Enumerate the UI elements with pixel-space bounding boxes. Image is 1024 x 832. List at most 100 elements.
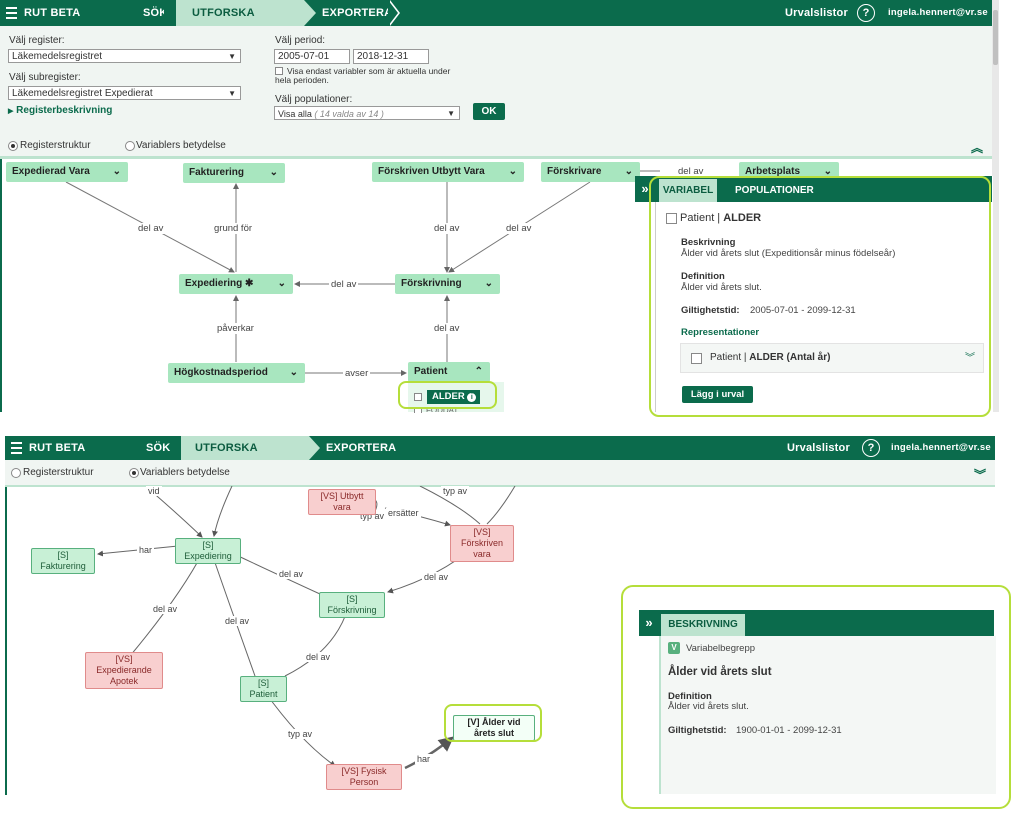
representationer-heading: Representationer [681,327,760,338]
node-expediering[interactable]: [S] Expediering [175,538,241,564]
node-patient[interactable]: [S] Patient [240,676,287,702]
top-navbar-2: RUT BETA SÖK UTFORSKA REGISTER EXPORTERA… [5,436,995,478]
beskrivning-panel [659,636,996,794]
definition-label: Definition [681,271,725,282]
node-hogkostnadsperiod[interactable]: Högkostnadsperiod⌄ [168,363,305,383]
representation-row[interactable]: Patient | ALDER (Antal år) ︾ [680,343,984,373]
chevron-icon [304,0,316,26]
period-to-input[interactable]: 2018-12-31 [353,49,429,64]
left-border [0,159,2,412]
node-patient[interactable]: Patient⌃ [408,362,490,382]
highlight-ring [398,381,497,409]
tab-utforska-active[interactable]: UTFORSKA REGISTER [176,0,304,45]
node-expediering[interactable]: Expediering ✱⌄ [179,274,293,294]
tab-variabel[interactable]: VARIABEL [659,179,717,202]
chevron-icon [388,0,398,26]
collapse-up-icon[interactable]: ︽ [971,141,984,155]
node-expedierad-vara[interactable]: Expedierad Vara⌄ [6,162,128,182]
view-toggle-bar [5,460,995,485]
chevron-down-icon[interactable]: ⌄ [277,278,286,289]
lagg-i-urval-button[interactable]: Lägg i urval [682,386,753,403]
chevron-down-icon[interactable]: ⌄ [508,166,517,177]
definition-label: Definition [668,691,712,702]
node-forskriven-utbytt-vara[interactable]: Förskriven Utbytt Vara⌄ [372,162,524,182]
edge-label: del av [223,616,252,626]
tab-exportera[interactable]: EXPORTERA [322,7,393,19]
edge-label: grund för [212,223,255,234]
help-icon[interactable]: ? [862,439,880,457]
node-forskriven-vara[interactable]: [VS] Förskriven vara [450,525,514,562]
chevron-down-icon[interactable]: ⌄ [823,166,832,177]
brand[interactable]: RUT BETA [29,442,86,454]
representation-checkbox[interactable] [691,353,702,364]
edge-label: typ av [286,729,315,739]
scrollbar[interactable] [992,0,999,412]
variabelbegrepp-label: Variabelbegrepp [686,643,756,654]
highlight-ring [649,176,991,417]
definition-text: Ålder vid årets slut. [681,282,762,293]
node-fakturering[interactable]: [S] Fakturering [31,548,95,574]
radio-registerstruktur[interactable] [8,141,18,151]
ok-button[interactable]: OK [473,103,505,120]
expand-down-icon[interactable]: ︾ [974,468,987,482]
edge-label: del av [504,223,534,234]
alder-checkbox[interactable] [414,393,422,401]
radio-variablers-betydelse[interactable] [125,141,135,151]
variable-alder[interactable]: ALDER i [427,390,480,404]
tab-beskrivning[interactable]: BESKRIVNING [661,614,745,636]
chevron-up-icon[interactable]: ⌃ [474,366,483,377]
populations-select[interactable]: Visa alla ( 14 valda av 14 )▼ [274,106,460,120]
node-forskrivning[interactable]: [S] Förskrivning [319,592,385,618]
edge-label: ersätter [386,508,421,518]
chevron-down-icon[interactable]: ⌄ [112,166,121,177]
tab-sok[interactable]: SÖK [146,442,171,454]
edge-label: typ av [358,511,387,521]
urvalslistor-link[interactable]: Urvalslistor [787,442,850,454]
node-alder-vid-arets-slut[interactable]: [V] Ålder vid årets slut [453,715,535,741]
node-forskrivning[interactable]: Förskrivning⌄ [395,274,500,294]
edge-label: påverkar [215,323,256,334]
node-utbytt-vara[interactable]: [VS] Utbytt vara [308,489,376,515]
collapse-panel-icon[interactable]: » [639,610,659,636]
tab-populationer[interactable]: POPULATIONER [735,185,814,196]
only-current-label: Visa endast variabler som är aktuella un… [275,66,451,85]
node-fakturering[interactable]: Fakturering⌄ [183,163,285,183]
register-select[interactable]: Läkemedelsregistret▼ [8,49,241,63]
chevron-down-icon[interactable]: ⌄ [289,367,298,378]
user-menu[interactable]: ingela.hennert@vr.se ▾ [891,442,991,477]
help-icon[interactable]: ? [857,4,875,22]
chevron-down-icon[interactable]: ⌄ [484,278,493,289]
divider [0,156,992,159]
chevron-down-icon[interactable]: ⌄ [269,167,278,178]
variable-checkbox[interactable] [666,213,677,224]
tab-exportera[interactable]: EXPORTERA [326,442,397,454]
node-fysisk-person[interactable]: [VS] Fysisk Person [326,764,402,790]
brand[interactable]: RUT BETA [24,7,81,19]
variable-foddat[interactable]: FODDAT [426,406,459,412]
node-forskrivare[interactable]: Förskrivare⌄ [541,162,640,182]
menu-icon[interactable] [6,7,17,19]
edge-label: avser [343,368,371,379]
variable-badge: V [668,642,680,654]
panel-tabs: BESKRIVNING [659,610,994,636]
tab-utforska-active[interactable]: UTFORSKA REGISTER [181,436,309,478]
edge-label: del av [432,323,462,334]
tab-sok[interactable]: SÖK [143,7,168,19]
divider [5,485,995,487]
chevron-down-icon[interactable]: ⌄ [624,166,633,177]
period-from-input[interactable]: 2005-07-01 [274,49,350,64]
radio-variablers-betydelse[interactable] [129,468,139,478]
radio-registerstruktur[interactable] [11,468,21,478]
menu-icon[interactable] [11,442,22,454]
only-current-checkbox[interactable] [275,67,283,75]
info-icon[interactable]: i [467,393,477,402]
subregister-select[interactable]: Läkemedelsregistret Expedierat▼ [8,86,241,100]
urvalslistor-link[interactable]: Urvalslistor [785,7,848,19]
user-menu[interactable]: ingela.hennert@vr.se ▾ [888,7,988,44]
registerbeskrivning-link[interactable]: ▶ Registerbeskrivning [8,105,113,116]
edge-label: del av [136,223,166,234]
edge-label: del av [304,652,333,662]
expand-down-icon[interactable]: ︾ [965,353,975,364]
node-expedierande-apotek[interactable]: [VS] Expedierande Apotek [85,652,163,689]
representation-label: Patient | ALDER (Antal år) [710,352,831,363]
